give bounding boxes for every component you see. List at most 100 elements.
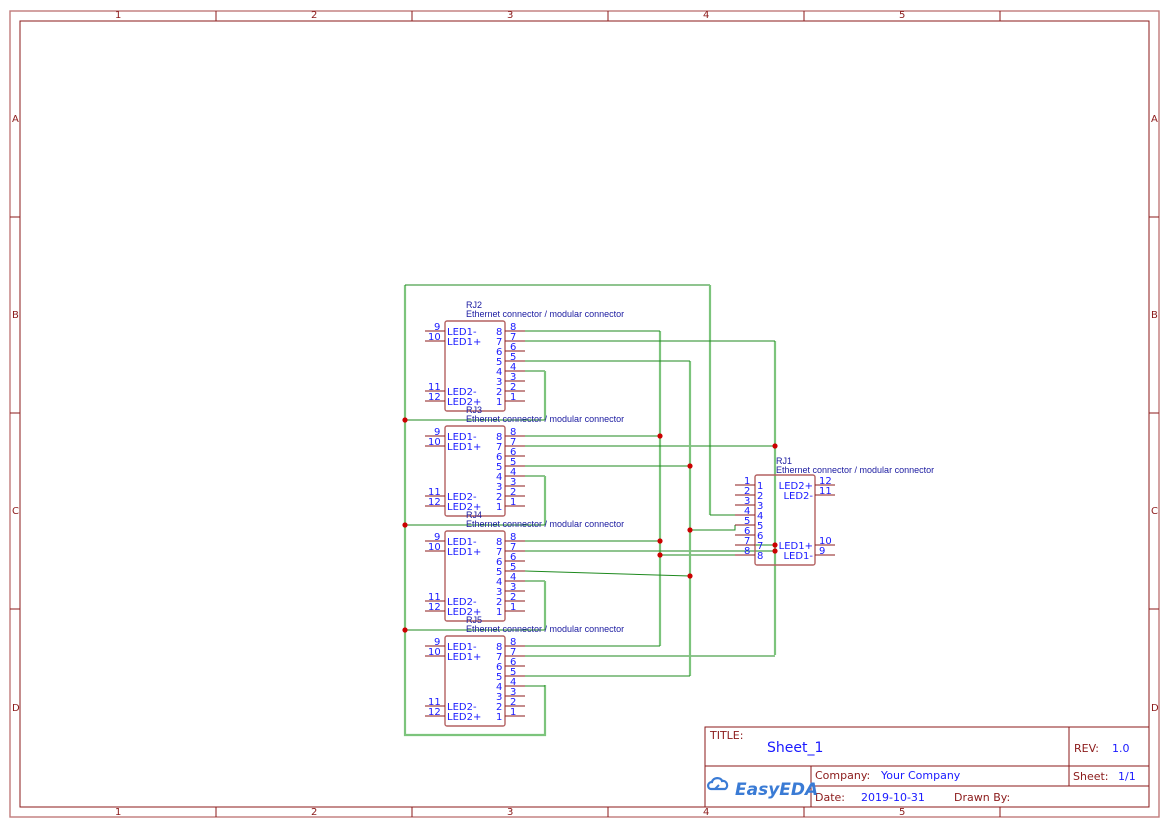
pin-number-inside: 3 <box>496 482 502 493</box>
pin-number: 8 <box>744 546 750 557</box>
component-ref: RJ5 <box>466 615 482 625</box>
pin-name: LED1+ <box>447 652 481 663</box>
pin-number-inside: 8 <box>757 551 763 562</box>
pin-number: 1 <box>744 476 750 487</box>
pin-number: 3 <box>510 372 516 383</box>
column-label: 1 <box>115 10 121 21</box>
pin-name: LED1- <box>447 327 477 338</box>
pin-name: LED2- <box>447 597 477 608</box>
pin-number-inside: 8 <box>496 537 502 548</box>
pin-number-inside: 7 <box>496 652 502 663</box>
pin-number: 7 <box>744 536 750 547</box>
pin-number-inside: 5 <box>757 521 763 532</box>
pin-number: 12 <box>428 602 441 613</box>
wire[interactable] <box>403 285 547 737</box>
pin-number-inside: 6 <box>757 531 763 542</box>
junction-dot <box>772 548 778 554</box>
pin-name: LED1- <box>783 551 813 562</box>
pin-number: 10 <box>428 542 441 553</box>
pin-number-inside: 6 <box>496 557 502 568</box>
logo-text: EasyEDA <box>735 780 818 800</box>
pin-number: 10 <box>819 536 832 547</box>
cloud-icon <box>707 777 729 791</box>
pin-name: LED2+ <box>447 712 481 723</box>
component-body <box>444 425 506 517</box>
title-label: TITLE: <box>709 729 743 742</box>
row-label: A <box>12 114 19 125</box>
date-value[interactable]: 2019-10-31 <box>861 791 925 804</box>
pin-number-inside: 1 <box>496 397 502 408</box>
wire[interactable] <box>524 570 691 577</box>
row-label: C <box>12 506 19 517</box>
column-label: 4 <box>703 807 709 818</box>
column-label: 3 <box>507 807 513 818</box>
pin-number: 8 <box>510 427 516 438</box>
pin-name: LED1+ <box>447 337 481 348</box>
junction-dot <box>402 417 408 423</box>
sheet-value: 1/1 <box>1118 770 1136 783</box>
pin-number-inside: 1 <box>757 481 763 492</box>
component-ref: RJ2 <box>466 300 482 310</box>
pin-name: LED1- <box>447 432 477 443</box>
pin-number: 12 <box>428 392 441 403</box>
pin-number: 11 <box>428 487 441 498</box>
pin-number: 5 <box>744 516 750 527</box>
component-description: Ethernet connector / modular connector <box>776 465 934 475</box>
pin-number: 11 <box>428 382 441 393</box>
column-label: 2 <box>311 10 317 21</box>
pin-number-inside: 3 <box>757 501 763 512</box>
column-label: 3 <box>507 10 513 21</box>
pin-number: 5 <box>510 457 516 468</box>
component-ref: RJ3 <box>466 405 482 415</box>
pin-number-inside: 6 <box>496 347 502 358</box>
component-body <box>754 474 816 566</box>
pin-number: 5 <box>510 667 516 678</box>
pin-number-inside: 7 <box>496 442 502 453</box>
pin-number-inside: 5 <box>496 672 502 683</box>
pin-name: LED2+ <box>447 502 481 513</box>
pin-number-inside: 6 <box>496 662 502 673</box>
pin-number-inside: 7 <box>496 547 502 558</box>
pin-number: 2 <box>510 592 516 603</box>
pin-number-inside: 2 <box>496 702 502 713</box>
pin-number: 7 <box>510 542 516 553</box>
title-block: TITLE: Sheet_1 REV: 1.0 Company: Your Co… <box>704 726 1150 808</box>
pin-number: 2 <box>744 486 750 497</box>
company-value[interactable]: Your Company <box>880 769 961 782</box>
pin-number-inside: 2 <box>757 491 763 502</box>
pin-number: 12 <box>428 497 441 508</box>
pin-number: 1 <box>510 497 516 508</box>
title-value[interactable]: Sheet_1 <box>767 740 823 756</box>
pin-number: 3 <box>510 582 516 593</box>
component-body <box>444 635 506 727</box>
junctions <box>402 417 778 633</box>
pin-number-inside: 8 <box>496 642 502 653</box>
column-label: 1 <box>115 807 121 818</box>
pin-name: LED1+ <box>447 442 481 453</box>
pin-number-inside: 4 <box>496 577 502 588</box>
column-label: 5 <box>899 807 905 818</box>
wire[interactable] <box>690 525 736 531</box>
pin-number: 7 <box>510 437 516 448</box>
pin-name: LED2- <box>447 702 477 713</box>
drawn-by-label: Drawn By: <box>954 791 1010 804</box>
junction-dot <box>657 552 663 558</box>
pin-name: LED1- <box>447 642 477 653</box>
pin-number-inside: 4 <box>496 682 502 693</box>
rev-value[interactable]: 1.0 <box>1112 742 1130 755</box>
pin-number: 7 <box>510 647 516 658</box>
pin-number: 9 <box>434 637 440 648</box>
pin-number: 6 <box>510 657 516 668</box>
pin-number-inside: 1 <box>496 502 502 513</box>
pin-number-inside: 8 <box>496 432 502 443</box>
component-ref: RJ1 <box>776 456 792 466</box>
pin-number: 6 <box>510 342 516 353</box>
pin-name: LED2- <box>783 491 813 502</box>
